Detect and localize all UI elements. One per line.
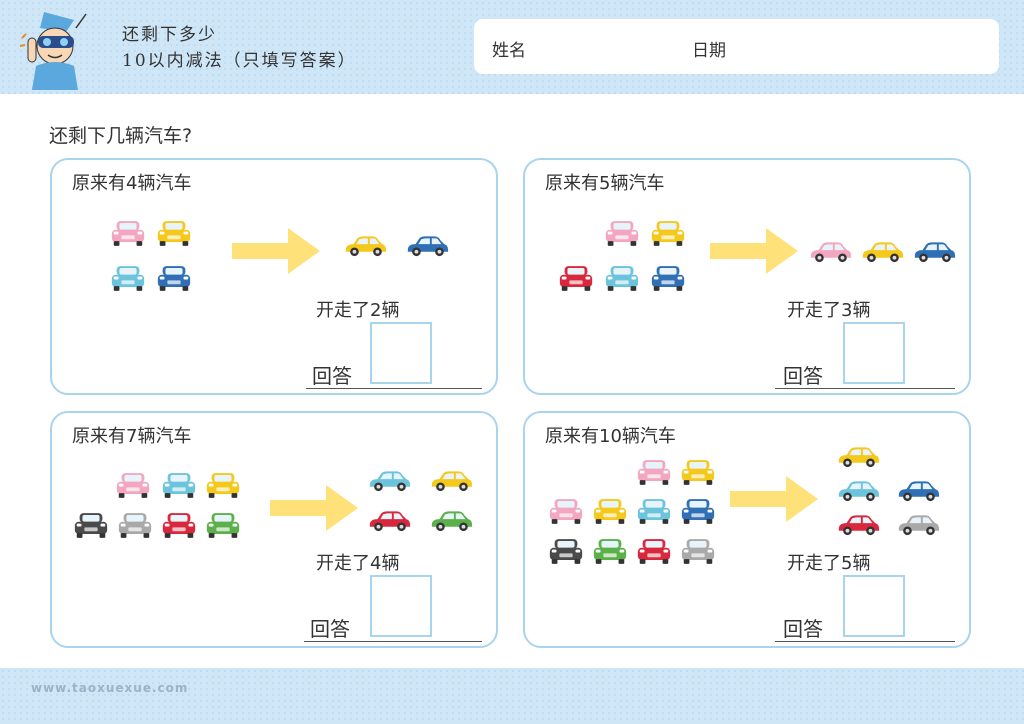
answer-label: 回答 (783, 364, 823, 388)
car-icon (835, 513, 881, 537)
answer-label: 回答 (312, 364, 352, 388)
footer-url: www.taoxuexue.com (31, 681, 189, 695)
departed-count-label: 开走了3辆 (787, 300, 871, 321)
car-icon (114, 471, 152, 500)
car-icon (635, 497, 673, 526)
answer-label: 回答 (783, 617, 823, 641)
original-count-label: 原来有10辆汽车 (545, 426, 676, 447)
problem-panel-3: 原来有7辆汽车 开走了4辆 回答 (50, 411, 498, 648)
car-icon (109, 264, 147, 293)
car-icon (366, 469, 412, 493)
car-icon (109, 219, 147, 248)
name-label: 姓名 (492, 41, 526, 61)
worksheet-title: 还剩下多少 10以内减法（只填写答案） (122, 22, 357, 74)
car-icon (679, 537, 717, 566)
car-icon (649, 219, 687, 248)
car-icon (895, 513, 941, 537)
title-line-1: 还剩下多少 (122, 25, 217, 45)
departed-count-label: 开走了4辆 (316, 553, 400, 574)
problem-panel-2: 原来有5辆汽车 开走了3辆 回答 (523, 158, 971, 395)
arrow-icon (270, 485, 358, 531)
car-icon (557, 264, 595, 293)
car-icon (649, 264, 687, 293)
original-count-label: 原来有4辆汽车 (72, 173, 192, 194)
mascot-icon (19, 12, 87, 90)
footer-band (0, 668, 1024, 724)
car-icon (204, 471, 242, 500)
car-icon (591, 537, 629, 566)
arrow-icon (710, 228, 798, 274)
car-icon (635, 537, 673, 566)
car-icon (911, 240, 957, 264)
car-icon (72, 511, 110, 540)
name-date-box: 姓名 日期 (474, 19, 999, 74)
car-icon (155, 264, 193, 293)
answer-underline (304, 641, 482, 642)
title-line-2: 10以内减法（只填写答案） (122, 51, 357, 71)
problem-panel-1: 原来有4辆汽车 开走了2辆 回答 (50, 158, 498, 395)
car-icon (116, 511, 154, 540)
date-label: 日期 (692, 41, 726, 61)
car-icon (547, 497, 585, 526)
car-icon (155, 219, 193, 248)
car-icon (547, 537, 585, 566)
car-icon (603, 264, 641, 293)
problem-panel-4: 原来有10辆汽车 开走了5辆 回答 (523, 411, 971, 648)
car-icon (859, 240, 905, 264)
original-count-label: 原来有5辆汽车 (545, 173, 665, 194)
departed-count-label: 开走了5辆 (787, 553, 871, 574)
answer-label: 回答 (310, 617, 350, 641)
arrow-icon (232, 228, 320, 274)
instruction-text: 还剩下几辆汽车? (49, 125, 193, 147)
car-icon (635, 458, 673, 487)
answer-underline (775, 388, 955, 389)
arrow-icon (730, 476, 818, 522)
departed-count-label: 开走了2辆 (316, 300, 400, 321)
car-icon (591, 497, 629, 526)
car-icon (835, 445, 881, 469)
car-icon (160, 511, 198, 540)
car-icon (404, 234, 450, 258)
answer-box[interactable] (370, 575, 432, 637)
car-icon (428, 509, 474, 533)
car-icon (342, 234, 388, 258)
answer-underline (306, 388, 482, 389)
car-icon (679, 458, 717, 487)
car-icon (603, 219, 641, 248)
original-count-label: 原来有7辆汽车 (72, 426, 192, 447)
answer-box[interactable] (843, 322, 905, 384)
answer-box[interactable] (370, 322, 432, 384)
car-icon (807, 240, 853, 264)
car-icon (428, 469, 474, 493)
car-icon (679, 497, 717, 526)
car-icon (204, 511, 242, 540)
answer-underline (775, 641, 955, 642)
car-icon (160, 471, 198, 500)
car-icon (895, 479, 941, 503)
car-icon (835, 479, 881, 503)
answer-box[interactable] (843, 575, 905, 637)
car-icon (366, 509, 412, 533)
